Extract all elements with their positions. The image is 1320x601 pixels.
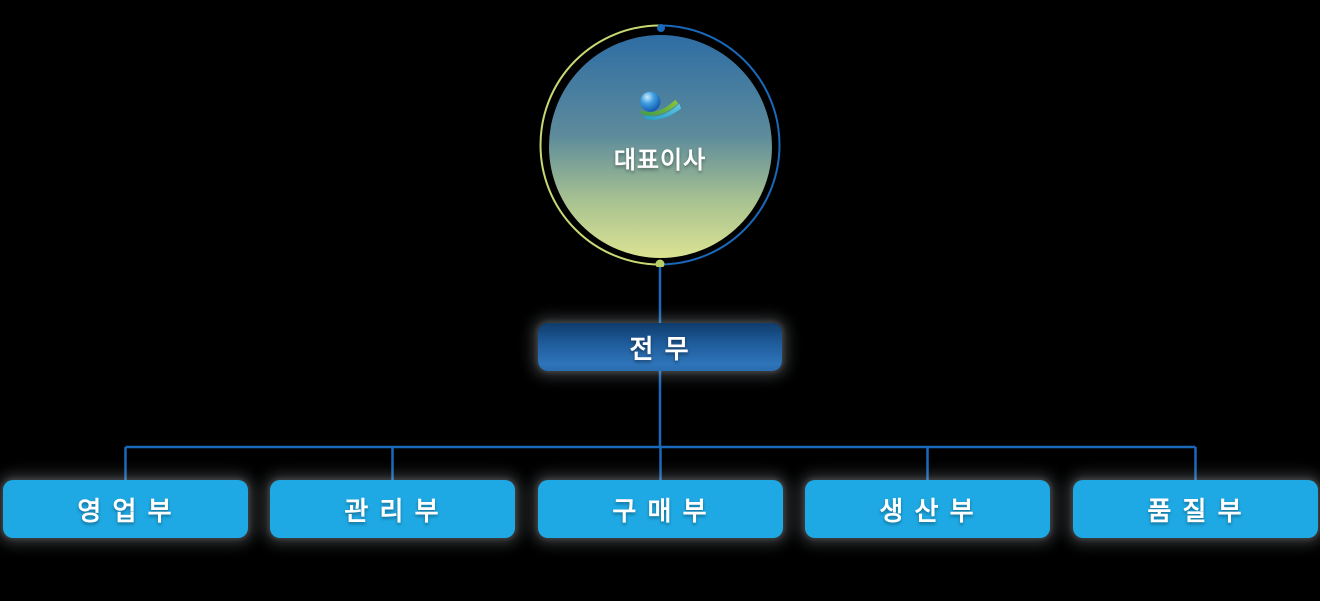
executive-label: 전 무	[629, 333, 691, 364]
dept-node-production: 생 산 부	[805, 480, 1050, 538]
dept-node-quality: 품 질 부	[1073, 480, 1318, 538]
dept-node-purchasing: 구 매 부	[538, 480, 783, 538]
ceo-ring-blue-arc	[659, 24, 781, 266]
dept-label-management: 관 리 부	[344, 495, 441, 526]
ceo-ring-yellow-arc	[539, 24, 661, 266]
dept-label-production: 생 산 부	[879, 495, 976, 526]
dept-label-purchasing: 구 매 부	[612, 495, 709, 526]
ceo-ring-top-dot	[657, 24, 665, 32]
dept-label-sales: 영 업 부	[77, 495, 174, 526]
ceo-label: 대표이사	[613, 147, 707, 174]
ceo-node: 대표이사	[538, 23, 782, 267]
dept-node-management: 관 리 부	[270, 480, 515, 538]
dept-label-quality: 품 질 부	[1147, 495, 1244, 526]
ceo-ring	[539, 24, 781, 267]
dept-node-sales: 영 업 부	[3, 480, 248, 538]
executive-node: 전 무	[538, 323, 782, 371]
ceo-ring-bottom-dot	[655, 259, 665, 267]
wave-sphere-company-logo-icon	[639, 91, 682, 120]
ceo-circle: 대표이사	[548, 35, 772, 258]
